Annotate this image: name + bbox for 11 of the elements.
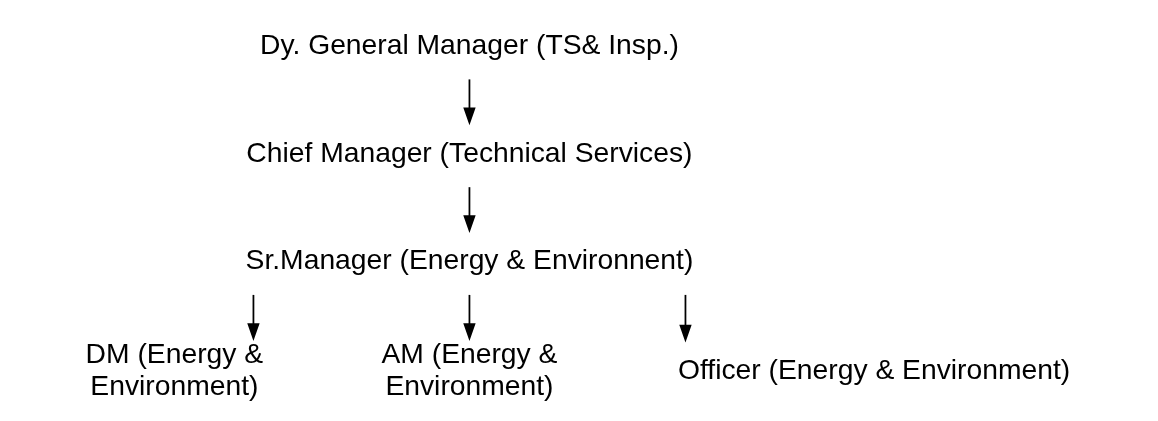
arrow (247, 294, 260, 341)
arrow (463, 294, 476, 341)
node-text: AM (Energy & Environment) (381, 336, 558, 401)
node-text: Officer (Energy & Environment) (677, 352, 1071, 385)
node-text: Chief Manager (Technical Services) (246, 135, 693, 168)
node-text: Dy. General Manager (TS& Insp.) (260, 27, 679, 60)
node-text: Sr.Manager (Energy & Environnent) (245, 243, 694, 276)
node-text: DM (Energy & Environment) (85, 336, 264, 401)
arrow (679, 294, 692, 343)
arrow (463, 186, 476, 233)
arrow (463, 78, 476, 126)
